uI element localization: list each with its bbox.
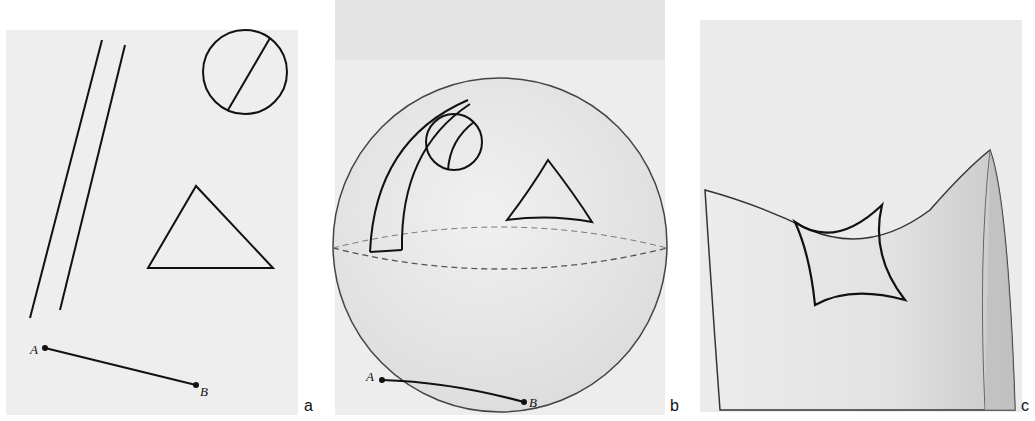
point-label: A [30,343,38,356]
saddle-surface [705,150,1015,410]
saddle-triangle [795,205,905,305]
point-label: A [366,370,374,383]
panel-label: b [670,398,679,414]
saddle-panel [700,20,1022,412]
point-label: B [529,396,537,409]
panel-label: c [1021,398,1029,414]
sphere [333,78,667,412]
point-label: B [200,385,208,398]
flat-panel [6,30,298,415]
panel-label: a [304,398,313,414]
